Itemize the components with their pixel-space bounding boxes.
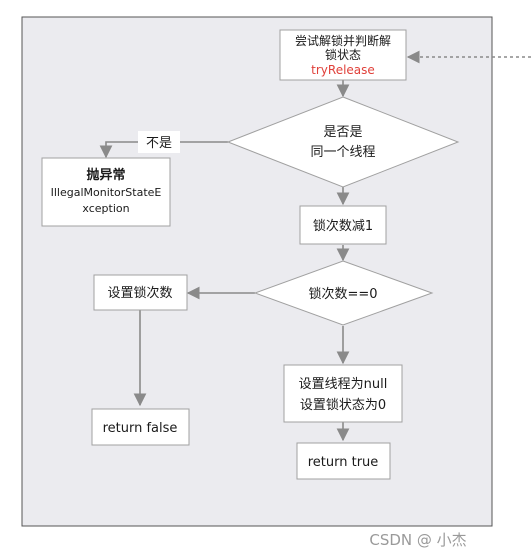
exception-title: 抛异常 [86,167,125,183]
try-release-line1: 尝试解锁并判断解 [295,33,391,48]
edges [99,50,531,442]
same-thread-line1: 是否是 [323,125,362,140]
try-release-line2: 锁状态 [325,47,361,62]
return-false-label: return false [103,421,178,436]
node-set-thread-null: 设置线程为null 设置锁状态为0 [283,364,403,423]
decrement-label: 锁次数减1 [313,218,373,234]
diagram-panel [21,16,493,527]
node-throw-exception: 抛异常 IllegalMonitorStateE xception [41,157,171,227]
exception-line2: xception [82,202,129,215]
edge-not-same [99,141,228,159]
edge-label-not-same: 不是 [146,136,172,151]
node-same-thread-decision: 是否是 同一个线程 [226,96,460,188]
node-return-false: return false [91,408,190,446]
node-set-count: 设置锁次数 [93,274,188,311]
node-try-release: 尝试解锁并判断解 锁状态 tryRelease [279,29,407,81]
set-thread-null-line2: 设置锁状态为0 [300,397,386,413]
node-decrement: 锁次数减1 [299,205,387,245]
set-count-label: 设置锁次数 [107,285,172,301]
watermark: CSDN @ 小杰 [369,531,466,549]
same-thread-line2: 同一个线程 [310,145,375,160]
node-is-zero-decision: 锁次数==0 [253,260,434,326]
return-true-label: return true [308,455,379,470]
exception-line1: IllegalMonitorStateE [51,186,162,199]
watermark-text: CSDN @ 小杰 [369,531,466,549]
edge-label-bg [138,131,180,153]
is-zero-label: 锁次数==0 [308,286,377,302]
try-release-method: tryRelease [311,63,375,77]
set-thread-null-line1: 设置线程为null [299,377,388,392]
node-return-true: return true [296,442,391,480]
